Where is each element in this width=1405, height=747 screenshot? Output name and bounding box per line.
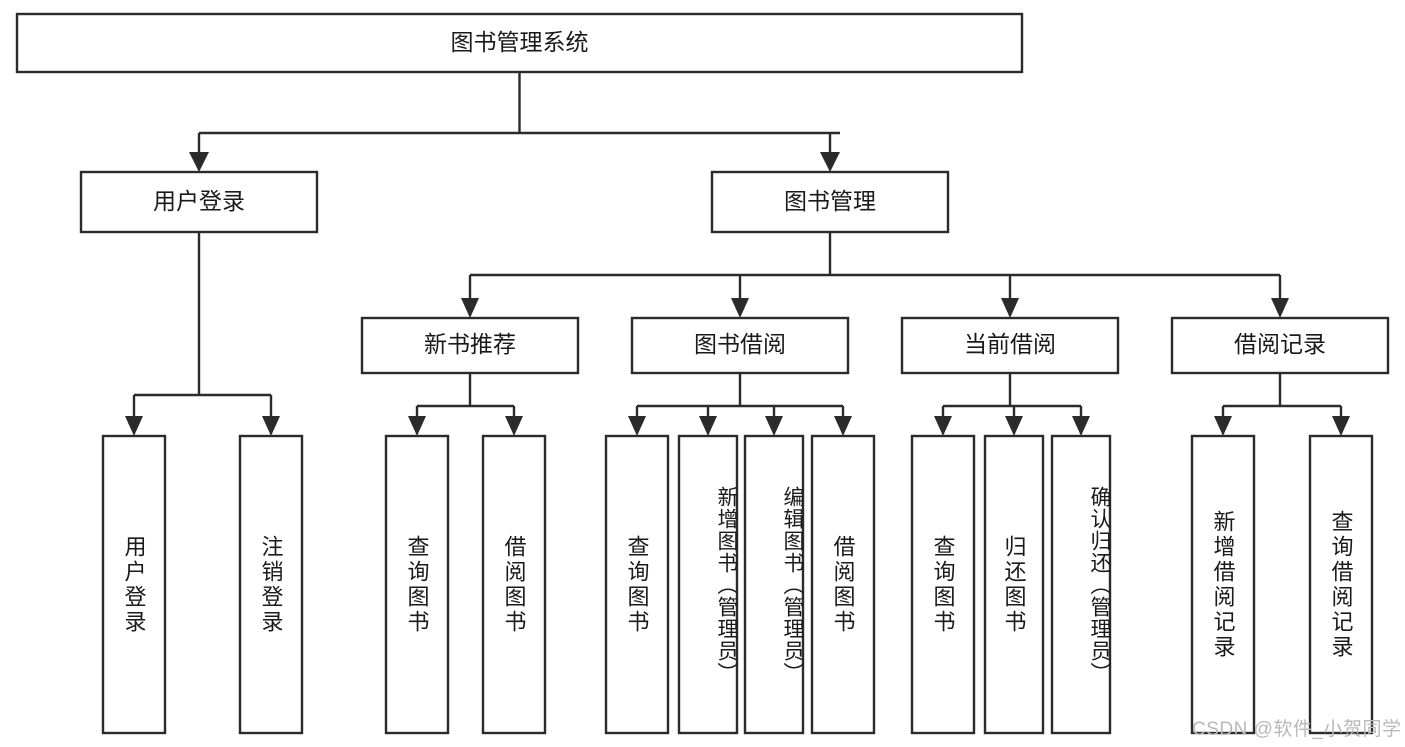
connector-group-root xyxy=(189,72,840,172)
node-label-book-borrow: 图书借阅 xyxy=(694,331,786,357)
leaf-box-add-book[interactable] xyxy=(677,434,739,735)
arrow-nbr-leaf-1 xyxy=(408,416,426,436)
leaf-box-query-book-current[interactable] xyxy=(910,434,976,735)
arrow-bm-to-book-borrow xyxy=(731,298,749,318)
node-box-current-borrow[interactable] xyxy=(900,316,1120,375)
arrow-bm-to-borrow-record xyxy=(1271,298,1289,318)
arrow-root-to-book-management xyxy=(820,152,840,172)
node-boxes: 图书管理系统 用户登录 图书管理 新书推荐 图书借阅 当前借阅 借阅记录 xyxy=(15,12,1390,375)
arrow-bb-leaf-3 xyxy=(765,416,783,436)
leaf-box-query-book-borrow[interactable] xyxy=(604,434,670,735)
leaf-box-user-login[interactable] xyxy=(101,434,167,735)
arrow-user-login-leaf-1 xyxy=(125,416,143,436)
connector-group-book-borrow xyxy=(628,373,852,436)
arrow-bm-to-new-book-recommend xyxy=(461,298,479,318)
arrow-br-leaf-1 xyxy=(1214,416,1232,436)
arrow-root-to-user-login xyxy=(189,152,209,172)
leaf-boxes xyxy=(101,434,1374,735)
leaf-box-borrow-book[interactable] xyxy=(810,434,876,735)
leaf-box-query-borrow-record[interactable] xyxy=(1308,434,1374,735)
leaf-box-query-book-recommend[interactable] xyxy=(384,434,450,735)
arrow-cb-leaf-3 xyxy=(1072,416,1090,436)
node-label-book-management: 图书管理 xyxy=(784,188,876,214)
node-box-borrow-record[interactable] xyxy=(1170,316,1390,375)
arrow-cb-leaf-1 xyxy=(934,416,952,436)
csdn-watermark: CSDN @软件_小贺同学 xyxy=(1192,719,1402,740)
arrow-bb-leaf-2 xyxy=(699,416,717,436)
node-label-root: 图书管理系统 xyxy=(451,29,589,55)
node-label-borrow-record: 借阅记录 xyxy=(1234,331,1326,357)
arrow-bm-to-current-borrow xyxy=(1001,298,1019,318)
leaf-box-borrow-book-recommend[interactable] xyxy=(481,434,547,735)
leaf-box-return-book[interactable] xyxy=(983,434,1045,735)
arrow-br-leaf-2 xyxy=(1332,416,1350,436)
connector-group-current-borrow xyxy=(934,373,1090,436)
node-box-root[interactable] xyxy=(15,12,1024,74)
arrow-user-login-leaf-2 xyxy=(262,416,280,436)
leaf-box-add-borrow-record[interactable] xyxy=(1190,434,1256,735)
connector-group-new-book-recommend xyxy=(408,373,523,436)
node-box-book-borrow[interactable] xyxy=(630,316,850,375)
arrow-nbr-leaf-2 xyxy=(505,416,523,436)
node-label-new-book-recommend: 新书推荐 xyxy=(424,331,516,357)
connector-group-user-login xyxy=(125,232,280,436)
arrow-bb-leaf-1 xyxy=(628,416,646,436)
arrow-cb-leaf-2 xyxy=(1005,416,1023,436)
node-box-user-login[interactable] xyxy=(79,170,319,234)
leaf-box-edit-book[interactable] xyxy=(743,434,805,735)
leaf-box-logout[interactable] xyxy=(238,434,304,735)
connector-group-book-management xyxy=(461,232,1289,318)
leaf-box-confirm-return[interactable] xyxy=(1050,434,1112,735)
node-box-new-book-recommend[interactable] xyxy=(360,316,580,375)
node-box-book-management[interactable] xyxy=(710,170,950,234)
node-label-user-login: 用户登录 xyxy=(153,188,245,214)
arrow-bb-leaf-4 xyxy=(834,416,852,436)
node-label-current-borrow: 当前借阅 xyxy=(964,331,1056,357)
connector-group-borrow-record xyxy=(1214,373,1350,436)
